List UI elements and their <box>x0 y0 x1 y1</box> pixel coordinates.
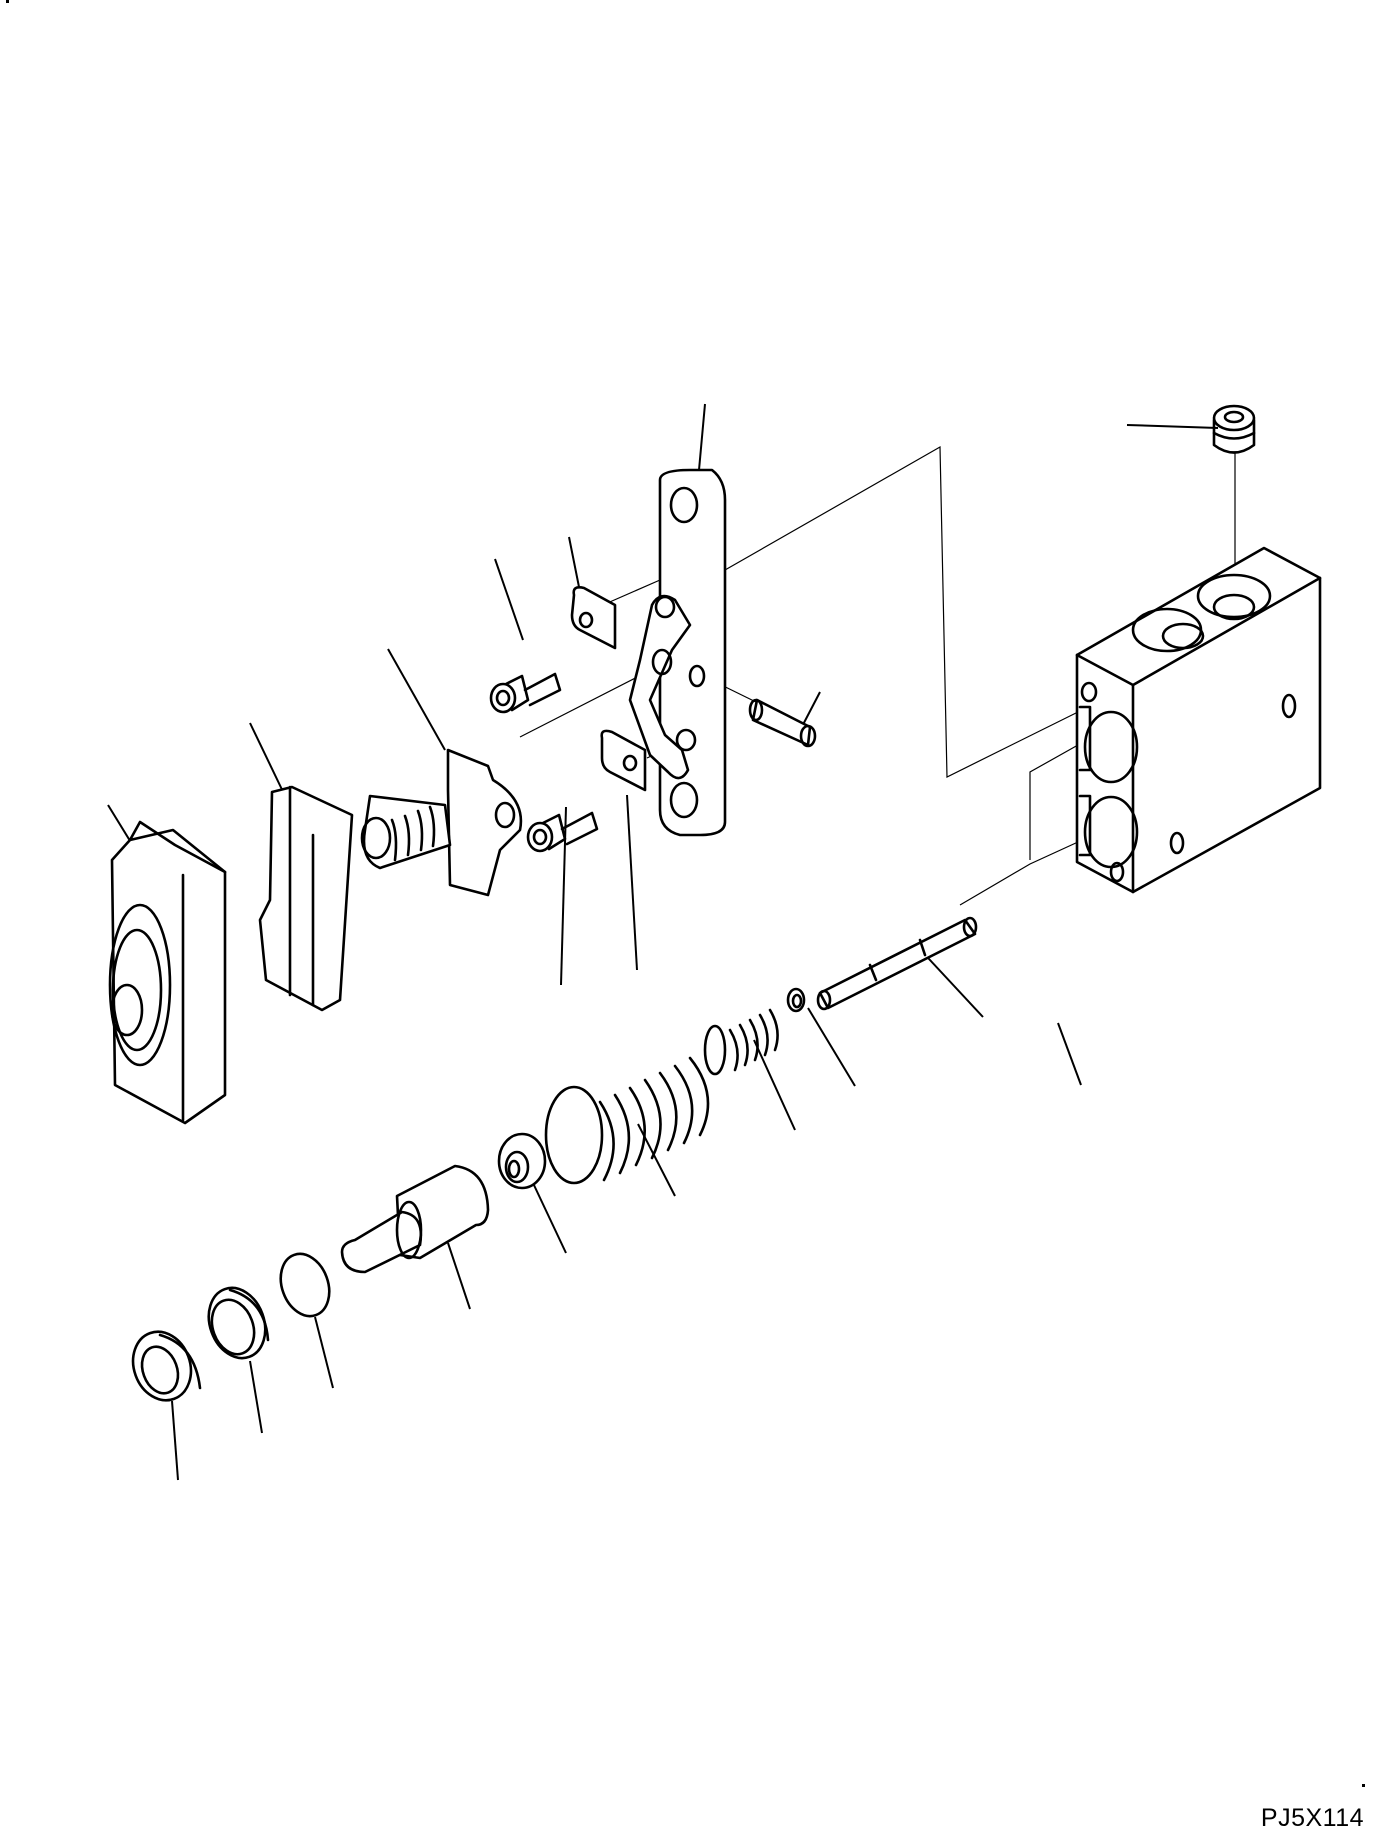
washer-small-icon <box>786 987 806 1013</box>
spool-icon <box>816 916 978 1011</box>
retainer-icon <box>497 1132 547 1190</box>
detent-shaft-icon <box>360 748 523 897</box>
plug-icon <box>1212 404 1256 454</box>
corner-mark <box>6 0 9 3</box>
boot-cover-icon <box>258 785 354 1012</box>
o-ring-icon <box>279 1252 331 1318</box>
spring-large-icon <box>544 1056 710 1185</box>
seal-icon <box>131 1330 202 1402</box>
shim-lower-icon <box>600 729 647 792</box>
clip-icon <box>628 594 697 780</box>
valve-body-icon <box>1075 546 1322 894</box>
leader-lines <box>107 403 1236 1481</box>
bolt-upper-icon <box>489 672 562 714</box>
collar-icon <box>207 1286 270 1360</box>
bolt-lower-icon <box>526 811 599 853</box>
cap-block-icon <box>108 820 227 1125</box>
piston-icon <box>340 1164 490 1274</box>
drawing-code-label: PJ5X114 <box>1260 1804 1364 1832</box>
shim-upper-icon <box>570 586 617 650</box>
pin-icon <box>748 698 817 748</box>
end-mark <box>1362 1784 1365 1787</box>
spring-small-icon <box>703 1008 779 1076</box>
